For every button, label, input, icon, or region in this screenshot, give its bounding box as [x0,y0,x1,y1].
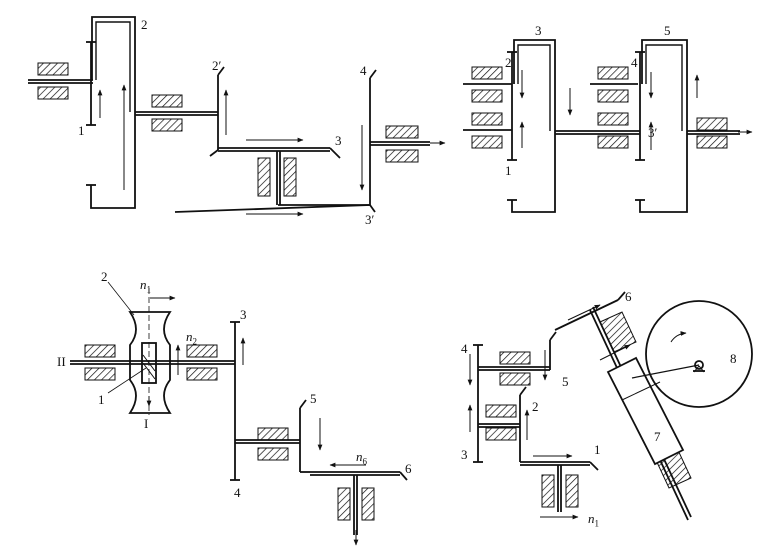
bearing [471,66,503,80]
bearing [84,344,116,358]
gear-label-1: 1 [78,123,85,138]
bearing [361,487,375,521]
gear-label-3p: 3′ [365,212,375,227]
bearing [696,117,728,131]
gear-label-4: 4 [461,341,468,356]
bearing [597,89,629,103]
bearing [485,404,517,418]
gear-label-4: 4 [234,485,241,500]
gear-label-8: 8 [730,351,737,366]
bevel-gear-6 [399,471,408,481]
gear-label-5: 5 [310,391,317,406]
gear-label-3: 3 [461,447,468,462]
gear-label-2: 2 [532,399,539,414]
bearing [597,135,629,149]
gear-2 [90,16,136,209]
bearing [385,149,419,163]
gear-label-3: 3 [240,307,247,322]
gear-label-7: 7 [654,429,661,444]
gear-label-2p: 2′ [212,58,222,73]
bevel-gear-3 [329,147,341,159]
bearing [37,62,69,76]
bearing [186,367,218,381]
rotation-arrow [567,304,601,321]
diagram-1 [28,16,446,217]
bearing [151,94,183,108]
shaft-label-I: I [144,416,149,431]
bearing [471,89,503,103]
bearing [84,367,116,381]
diagram-3 [70,281,408,546]
speed-label-n6: n6 [356,449,367,467]
disc-8 [645,300,753,408]
bearing [283,157,297,197]
gear-label-1: 1 [594,442,601,457]
guide-bearing [599,311,637,353]
bearing [257,427,289,441]
bearing [257,157,271,197]
gear-label-3: 3 [335,133,342,148]
slider-7 [606,356,685,466]
gear-3-cup [511,39,556,213]
bearing [541,474,555,508]
gear-label-2: 2 [101,269,108,284]
gear-label-3p: 3′ [648,125,658,140]
speed-label-n2: n2 [186,329,197,347]
speed-label-n1: n1 [588,511,599,529]
bearing [257,447,289,461]
shaft-label-II: II [57,354,66,369]
bearing [471,112,503,126]
bearing [37,86,69,100]
bearing [597,66,629,80]
bearing [696,135,728,149]
gear-label-6: 6 [405,461,412,476]
gear-label-2: 2 [505,55,512,70]
gear-label-3: 3 [535,23,542,38]
bearing [485,427,517,441]
bearing [337,487,351,521]
rotation-arrow [599,344,631,361]
gear-label-1: 1 [505,163,512,178]
bearing [597,112,629,126]
bearing [499,351,531,365]
gear-label-4: 4 [360,63,367,78]
gear-label-2: 2 [141,17,148,32]
diagram-4 [467,291,753,521]
gear-label-1: 1 [98,392,105,407]
bevel-gear-1 [589,461,599,471]
bearing [499,372,531,386]
diagram-2 [463,39,753,213]
bearing [565,474,579,508]
gear-5-cup [639,39,688,213]
gear-label-4: 4 [631,55,638,70]
bearing [151,118,183,132]
speed-label-n1: n1 [140,277,151,295]
gear-label-5: 5 [562,374,569,389]
bearing [471,135,503,149]
gear-label-6: 6 [625,289,632,304]
gear-label-5: 5 [664,23,671,38]
bearing [186,344,218,358]
bearing [385,125,419,139]
